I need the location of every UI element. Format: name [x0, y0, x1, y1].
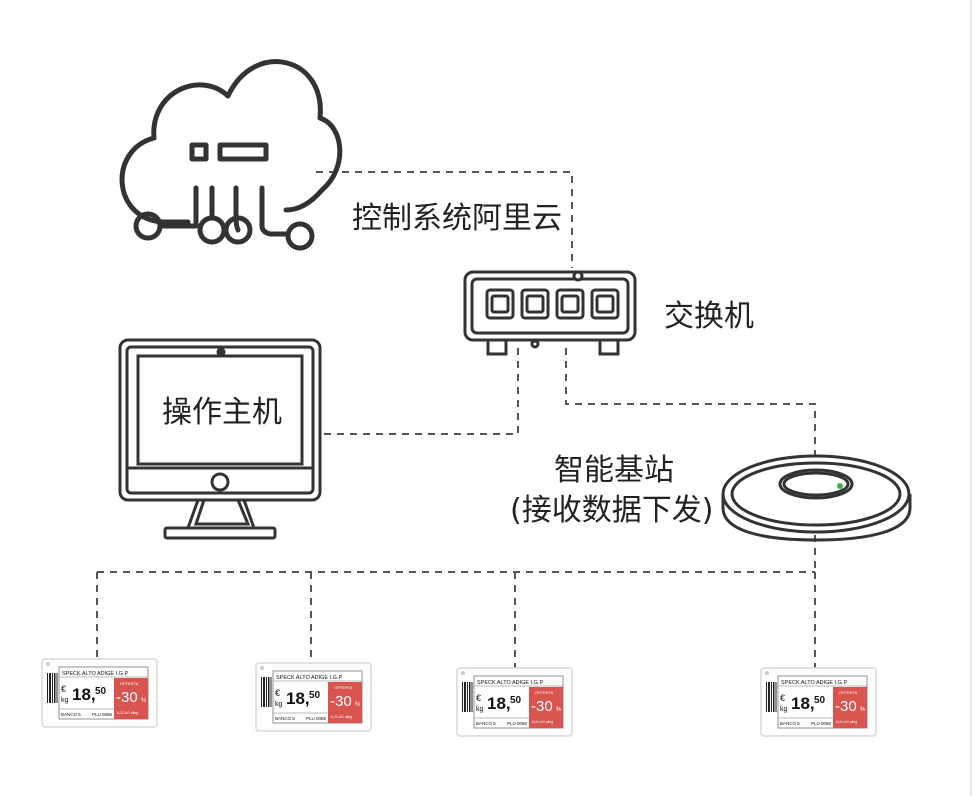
tag-plu: PLU 0086 — [811, 721, 832, 726]
tag-discount: -30 — [330, 693, 352, 710]
tag-discount: -30 — [835, 698, 857, 715]
link-switch-base — [565, 348, 816, 456]
price-tag-1: SPECK ALTO ADIGE I.G.P € kg 18, 50 OFFER… — [41, 658, 158, 728]
tag-price: 18, — [791, 694, 815, 713]
tag-currency: € — [275, 688, 280, 698]
tag-counter: BANCO 5 — [780, 721, 800, 726]
tag-offer-label: OFFERTA — [839, 690, 858, 695]
tag-price-decimal: 50 — [95, 686, 107, 697]
tag-offer-label: OFFERTA — [334, 685, 353, 690]
status-led-icon — [837, 483, 843, 489]
tag-discount: -30 — [116, 689, 138, 706]
tag-price-decimal: 50 — [309, 690, 321, 701]
tag-unit: kg — [476, 706, 484, 713]
tag-price-decimal: 50 — [814, 695, 826, 706]
price-tag-2: SPECK ALTO ADIGE I.G.P € kg 18, 50 OFFER… — [255, 662, 372, 732]
base-station-label: 智能基站 — [554, 453, 674, 488]
right-edge-divider — [970, 0, 972, 796]
connection-lines — [96, 171, 816, 668]
tag-offer-dates: 6-21 AG alleg — [532, 720, 553, 724]
computer-icon — [118, 338, 322, 540]
tag-offer-dates: 6-21 AG alleg — [117, 711, 138, 715]
base-station-sublabel: (接收数据下发) — [510, 493, 713, 528]
switch-label: 交换机 — [664, 299, 754, 334]
cloud-label: 控制系统阿里云 — [352, 201, 562, 236]
tag-currency: € — [780, 693, 785, 703]
tag-counter: BANCO 5 — [61, 712, 81, 717]
tag-percent: % — [556, 707, 562, 713]
base-station-icon — [721, 454, 912, 542]
tag-plu: PLU 0086 — [92, 712, 113, 717]
tag-currency: € — [61, 684, 66, 694]
tag-price-decimal: 50 — [510, 695, 522, 706]
tag-percent: % — [141, 698, 147, 704]
tag-percent: % — [860, 707, 866, 713]
host-label: 操作主机 — [162, 395, 282, 430]
tag-percent: % — [355, 702, 361, 708]
tag-product: SPECK ALTO ADIGE I.G.P — [477, 680, 543, 686]
tag-plu: PLU 0086 — [306, 716, 327, 721]
tag-plu: PLU 0086 — [507, 721, 528, 726]
tag-price: 18, — [487, 694, 511, 713]
tag-product: SPECK ALTO ADIGE I.G.P — [781, 680, 847, 686]
tag-price: 18, — [72, 685, 96, 704]
tag-offer-label: OFFERTA — [535, 690, 554, 695]
tag-product: SPECK ALTO ADIGE I.G.P — [62, 671, 128, 677]
tag-currency: € — [476, 693, 481, 703]
tag-price: 18, — [286, 689, 310, 708]
link-switch-host — [318, 348, 519, 435]
switch-icon — [463, 270, 637, 356]
tag-offer-dates: 6-21 AG alleg — [836, 720, 857, 724]
tag-counter: BANCO 5 — [476, 721, 496, 726]
tag-offer-label: OFFERTA — [120, 681, 139, 686]
tag-discount: -30 — [531, 698, 553, 715]
tag-unit: kg — [780, 706, 788, 713]
tag-offer-dates: 6-21 AG alleg — [331, 715, 352, 719]
price-tag-3: SPECK ALTO ADIGE I.G.P € kg 18, 50 OFFER… — [456, 667, 573, 737]
tag-unit: kg — [275, 701, 283, 708]
price-tag-4: SPECK ALTO ADIGE I.G.P € kg 18, 50 OFFER… — [760, 667, 877, 737]
cloud-icon — [119, 59, 343, 251]
tag-unit: kg — [61, 697, 69, 704]
tag-counter: BANCO 5 — [275, 716, 295, 721]
tag-product: SPECK ALTO ADIGE I.G.P — [276, 675, 342, 681]
